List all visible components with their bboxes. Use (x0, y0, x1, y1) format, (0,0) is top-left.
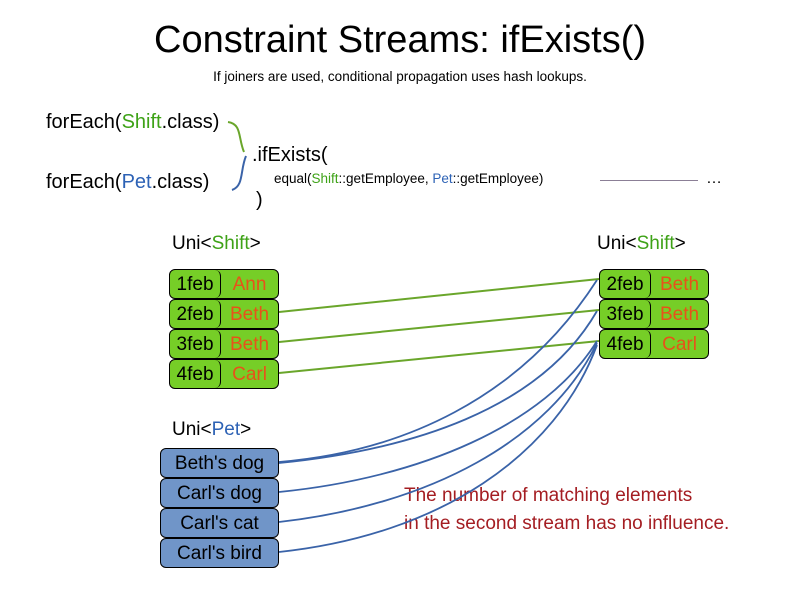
label-left-uni-shift-suffix: > (249, 233, 261, 254)
code-foreach-pet-prefix: forEach( (46, 171, 122, 193)
table-row: 2feb Beth (599, 269, 709, 299)
code-close-paren: ) (256, 189, 263, 211)
code-ellipsis: … (706, 170, 722, 187)
shift-employee: Carl (662, 333, 697, 355)
table-row: 3feb Beth (169, 329, 279, 359)
label-left-uni-shift-type: Shift (211, 233, 250, 254)
shift-employee: Beth (229, 303, 270, 325)
code-equal-left-type: Shift (311, 171, 339, 186)
shift-date: 4feb (600, 330, 652, 358)
shift-date: 1feb (170, 270, 222, 298)
label-left-uni-shift: Uni<Shift> (172, 232, 261, 256)
list-item: Carl's dog (160, 478, 279, 508)
table-row: 1feb Ann (169, 269, 279, 299)
table-row: 4feb Carl (599, 329, 709, 359)
shift-date: 2feb (170, 300, 222, 328)
label-left-uni-pet-suffix: > (240, 419, 252, 440)
connector-rule (600, 180, 698, 181)
wire-pet-beth-dog-2 (278, 310, 598, 464)
code-foreach-pet-type: Pet (121, 171, 152, 193)
wire-shift-4feb (278, 340, 600, 374)
table-row: 3feb Beth (599, 299, 709, 329)
code-equal-right-method: ::getEmployee) (452, 171, 544, 186)
list-item: Carl's cat (160, 508, 279, 538)
label-right-uni-shift-prefix: Uni< (597, 233, 637, 254)
shift-date: 4feb (170, 360, 222, 388)
shift-employee: Carl (232, 363, 267, 385)
code-foreach-pet: forEach(Pet.class) (46, 170, 209, 194)
pet-name: Beth's dog (174, 452, 265, 474)
shift-employee: Beth (659, 303, 700, 325)
shift-employee: Beth (659, 273, 700, 295)
table-row: 4feb Carl (169, 359, 279, 389)
brace-shift-curve (227, 121, 245, 153)
code-equal-left-method: ::getEmployee, (338, 171, 433, 186)
label-left-uni-pet-type: Pet (211, 419, 241, 440)
pet-name: Carl's cat (180, 512, 259, 534)
shift-date: 3feb (170, 330, 222, 358)
pet-name: Carl's bird (177, 542, 262, 564)
shift-employee: Ann (232, 273, 267, 295)
label-right-uni-shift: Uni<Shift> (597, 232, 686, 256)
shift-date: 3feb (600, 300, 652, 328)
code-foreach-shift-prefix: forEach( (46, 111, 122, 133)
wire-pet-beth-dog (278, 279, 598, 463)
annotation-line-1: The number of matching elements (404, 485, 693, 506)
label-left-uni-pet-prefix: Uni< (172, 419, 212, 440)
shift-employee: Beth (229, 333, 270, 355)
wire-shift-3feb (278, 309, 600, 343)
code-equal-joiner: equal(Shift::getEmployee, Pet::getEmploy… (274, 170, 543, 188)
page-subtitle: If joiners are used, conditional propaga… (213, 69, 587, 84)
pet-name: Carl's dog (177, 482, 262, 504)
list-item: Beth's dog (160, 448, 279, 478)
label-right-uni-shift-type: Shift (636, 233, 675, 254)
page-title: Constraint Streams: ifExists() (154, 19, 646, 61)
code-foreach-shift-suffix: .class) (161, 111, 220, 133)
code-equal-right-type: Pet (432, 171, 453, 186)
code-foreach-shift-type: Shift (121, 111, 162, 133)
label-left-uni-pet: Uni<Pet> (172, 418, 251, 442)
brace-pet-curve (231, 155, 247, 191)
wire-shift-2feb (278, 278, 600, 313)
annotation-note: The number of matching elements in the s… (404, 482, 774, 538)
code-if-exists: .ifExists( (252, 144, 328, 166)
label-right-uni-shift-suffix: > (674, 233, 686, 254)
wire-pet-carl-dog (278, 340, 598, 493)
list-item: Carl's bird (160, 538, 279, 568)
table-row: 2feb Beth (169, 299, 279, 329)
annotation-line-2: in the second stream has no influence. (404, 513, 730, 534)
shift-date: 2feb (600, 270, 652, 298)
label-left-uni-shift-prefix: Uni< (172, 233, 212, 254)
code-foreach-shift: forEach(Shift.class) (46, 110, 219, 134)
code-equal-prefix: equal( (274, 171, 312, 186)
code-foreach-pet-suffix: .class) (151, 171, 210, 193)
